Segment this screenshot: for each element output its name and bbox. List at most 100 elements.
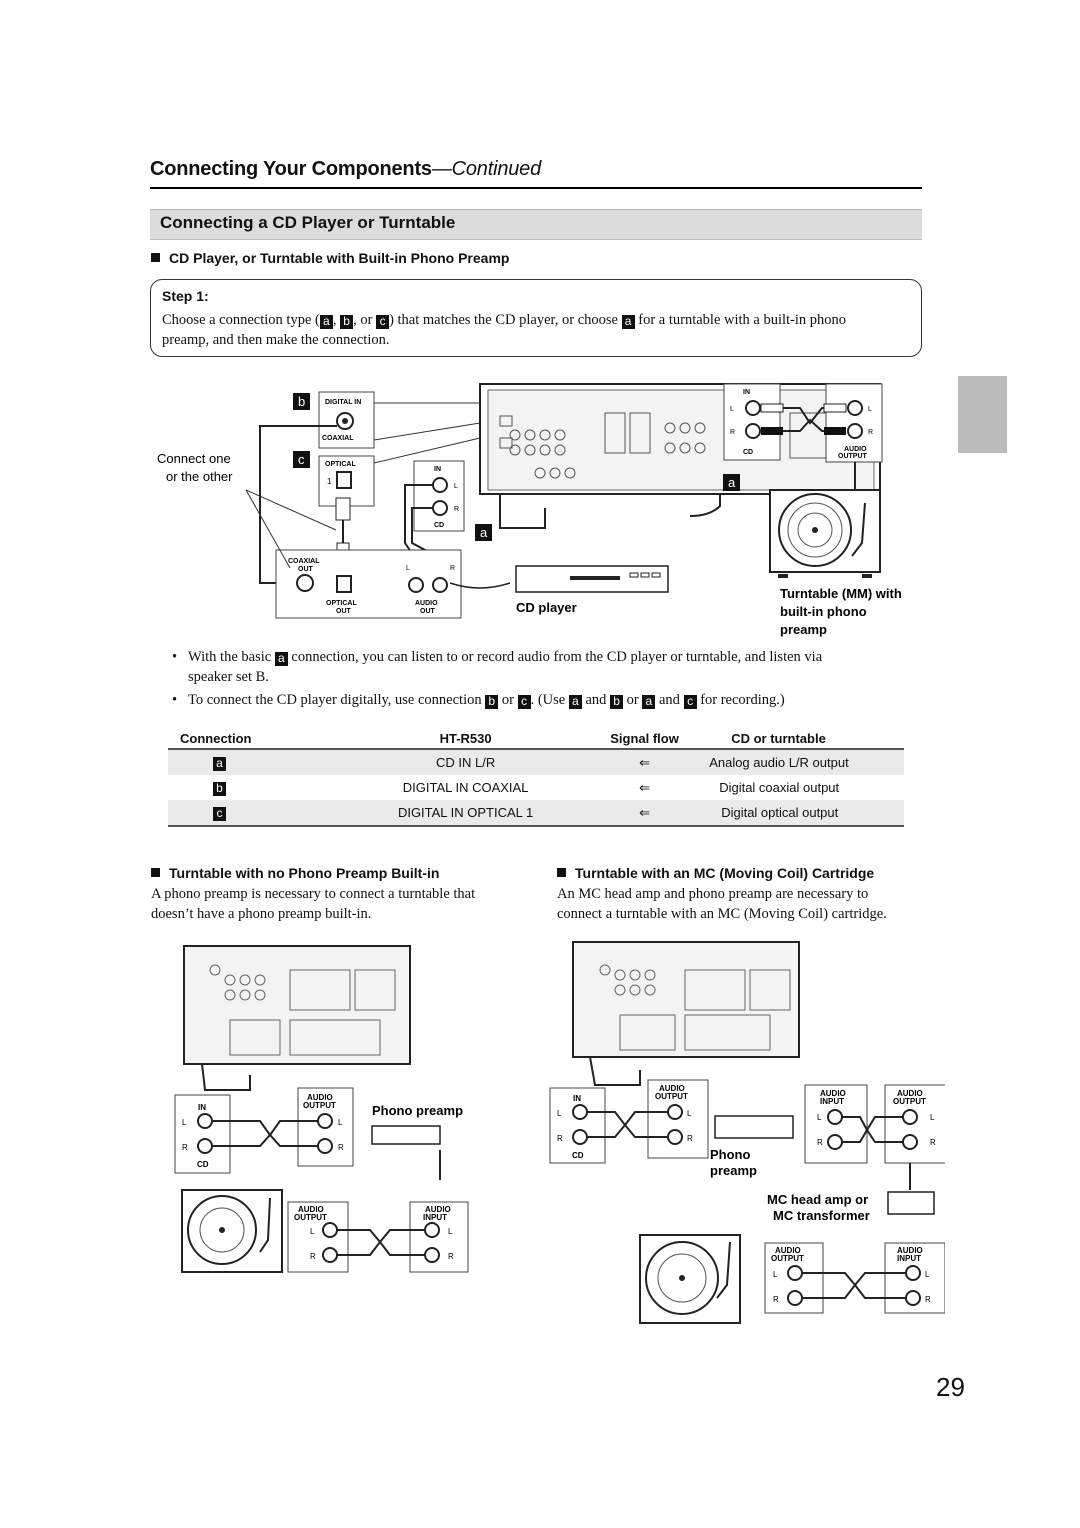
- svg-text:R: R: [338, 1143, 344, 1152]
- svg-text:AUDIO: AUDIO: [820, 1089, 846, 1098]
- svg-text:L: L: [930, 1113, 935, 1122]
- svg-text:R: R: [925, 1295, 931, 1304]
- col-connection: Connection: [180, 730, 252, 746]
- svg-text:OUT: OUT: [336, 608, 352, 615]
- svg-text:L: L: [448, 1227, 453, 1236]
- svg-text:R: R: [930, 1138, 936, 1147]
- col-signal: Signal flow: [610, 730, 679, 746]
- header-rule: [150, 187, 922, 189]
- bullet-dot: •: [172, 649, 178, 665]
- svg-text:L: L: [925, 1270, 930, 1279]
- svg-text:AUDIO: AUDIO: [775, 1246, 801, 1255]
- section-bar: [150, 209, 922, 240]
- no-preamp-diagram: IN L R CD AUDIO OUTPUT L R Phono preamp …: [174, 945, 469, 1273]
- svg-text:OUTPUT: OUTPUT: [838, 453, 868, 460]
- step-box: [150, 279, 922, 357]
- mc-title: Turntable with an MC (Moving Coil) Cartr…: [557, 865, 874, 881]
- connection-table: Connection HT-R530 Signal flow CD or tur…: [168, 728, 904, 827]
- svg-text:AUDIO: AUDIO: [425, 1205, 451, 1214]
- step-title: Step 1:: [162, 288, 209, 304]
- svg-text:AUDIO: AUDIO: [307, 1093, 333, 1102]
- svg-text:L: L: [730, 406, 734, 413]
- cd-turntable-diagram: DIGITAL IN COAXIAL b OPTICAL 1 c IN L R …: [157, 383, 902, 637]
- step-text: Choose a connection type (a, b, or c) th…: [162, 312, 847, 348]
- svg-text:CD: CD: [197, 1160, 209, 1169]
- svg-text:OUTPUT: OUTPUT: [303, 1101, 336, 1110]
- page-number: 29: [936, 1372, 965, 1402]
- svg-text:OUT: OUT: [298, 566, 314, 573]
- svg-text:R: R: [448, 1252, 454, 1261]
- svg-text:or the other: or the other: [166, 469, 233, 484]
- svg-text:L: L: [557, 1109, 562, 1118]
- svg-text:R: R: [557, 1134, 563, 1143]
- svg-text:R: R: [773, 1295, 779, 1304]
- svg-text:OUT: OUT: [420, 608, 436, 615]
- svg-text:CD: CD: [572, 1151, 584, 1160]
- page-header: Connecting Your Components—Continued: [150, 158, 542, 180]
- table-row: c DIGITAL IN OPTICAL 1 ⇐ Digital optical…: [168, 800, 904, 826]
- section-title: Connecting a CD Player or Turntable: [160, 213, 456, 232]
- bullet-dot: •: [172, 692, 178, 708]
- subsection-title: CD Player, or Turntable with Built-in Ph…: [151, 250, 509, 266]
- table-row: b DIGITAL IN COAXIAL ⇐ Digital coaxial o…: [168, 775, 904, 800]
- col-source: CD or turntable: [731, 730, 826, 746]
- svg-text:IN: IN: [434, 466, 441, 473]
- svg-text:Phono: Phono: [710, 1147, 750, 1162]
- svg-text:OPTICAL: OPTICAL: [325, 461, 356, 468]
- svg-text:R: R: [182, 1143, 188, 1152]
- mc-diagram: IN L R CD AUDIO OUTPUT L R Phono preamp …: [549, 941, 945, 1324]
- svg-text:MC transformer: MC transformer: [773, 1208, 870, 1223]
- svg-text:MC head amp or: MC head amp or: [767, 1192, 868, 1207]
- svg-text:Connect one: Connect one: [157, 451, 231, 466]
- svg-text:OPTICAL: OPTICAL: [326, 600, 357, 607]
- svg-text:R: R: [310, 1252, 316, 1261]
- svg-text:Phono preamp: Phono preamp: [372, 1103, 463, 1118]
- no-preamp-text: A phono preamp is necessary to connect a…: [151, 886, 476, 922]
- svg-text:AUDIO: AUDIO: [844, 446, 867, 453]
- svg-text:AUDIO: AUDIO: [415, 600, 438, 607]
- svg-text:b: b: [298, 394, 305, 409]
- svg-text:R: R: [868, 429, 873, 436]
- svg-text:L: L: [687, 1109, 692, 1118]
- svg-text:a: a: [728, 475, 736, 490]
- svg-text:R: R: [817, 1138, 823, 1147]
- svg-text:R: R: [687, 1134, 693, 1143]
- svg-text:R: R: [450, 565, 455, 572]
- svg-text:IN: IN: [198, 1103, 206, 1112]
- svg-text:OUTPUT: OUTPUT: [893, 1097, 926, 1106]
- table-row: a CD IN L/R ⇐ Analog audio L/R output: [168, 749, 904, 775]
- no-preamp-title: Turntable with no Phono Preamp Built-in: [151, 865, 439, 881]
- svg-text:R: R: [454, 506, 459, 513]
- svg-text:COAXIAL: COAXIAL: [288, 558, 320, 565]
- svg-text:AUDIO: AUDIO: [897, 1246, 923, 1255]
- side-tab: [958, 376, 1007, 453]
- svg-text:L: L: [454, 483, 458, 490]
- digital-in-label: DIGITAL IN: [325, 399, 361, 406]
- svg-text:OUTPUT: OUTPUT: [655, 1092, 688, 1101]
- svg-text:INPUT: INPUT: [897, 1254, 921, 1263]
- svg-text:c: c: [298, 452, 305, 467]
- svg-text:CD: CD: [743, 449, 753, 456]
- svg-text:1: 1: [327, 477, 332, 486]
- svg-text:L: L: [773, 1270, 778, 1279]
- bullet-digital: To connect the CD player digitally, use …: [188, 692, 785, 709]
- svg-text:OUTPUT: OUTPUT: [294, 1213, 327, 1222]
- svg-text:INPUT: INPUT: [423, 1213, 447, 1222]
- svg-text:OUTPUT: OUTPUT: [771, 1254, 804, 1263]
- svg-text:built-in phono: built-in phono: [780, 604, 867, 619]
- svg-text:preamp: preamp: [710, 1163, 757, 1178]
- svg-text:AUDIO: AUDIO: [298, 1205, 324, 1214]
- svg-text:L: L: [338, 1118, 343, 1127]
- svg-text:AUDIO: AUDIO: [659, 1084, 685, 1093]
- svg-text:L: L: [182, 1118, 187, 1127]
- svg-text:R: R: [730, 429, 735, 436]
- svg-text:L: L: [406, 565, 410, 572]
- svg-text:IN: IN: [573, 1094, 581, 1103]
- svg-text:Turntable (MM) with: Turntable (MM) with: [780, 586, 902, 601]
- cd-player-label: CD player: [516, 600, 577, 615]
- svg-text:L: L: [817, 1113, 822, 1122]
- mc-text: An MC head amp and phono preamp are nece…: [557, 886, 887, 922]
- svg-text:INPUT: INPUT: [820, 1097, 844, 1106]
- svg-text:L: L: [868, 406, 872, 413]
- svg-text:L: L: [310, 1227, 315, 1236]
